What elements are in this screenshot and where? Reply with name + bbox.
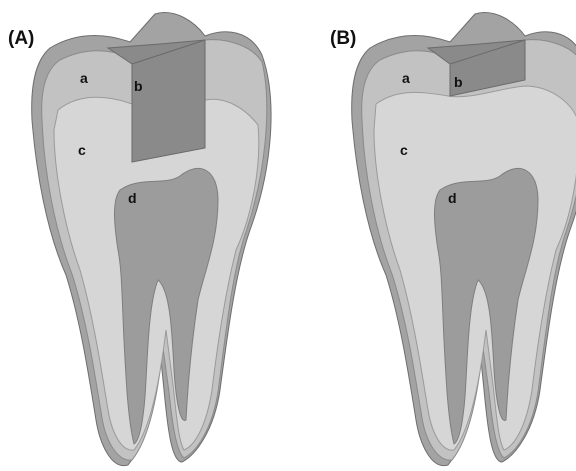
- panel-a-part-d: d: [128, 190, 137, 206]
- panel-b-part-a: a: [402, 70, 410, 86]
- panel-b-part-c: c: [400, 142, 408, 158]
- panel-a-label: (A): [8, 28, 34, 50]
- panel-b-part-b: b: [454, 74, 463, 90]
- panel-a-part-b: b: [134, 78, 143, 94]
- tooth-b-graphic: [320, 0, 576, 471]
- tooth-a-graphic: [0, 0, 288, 471]
- panel-a-part-a: a: [80, 70, 88, 86]
- panel-a-part-c: c: [78, 142, 86, 158]
- panel-b-part-d: d: [448, 190, 457, 206]
- panel-b-label: (B): [330, 28, 356, 50]
